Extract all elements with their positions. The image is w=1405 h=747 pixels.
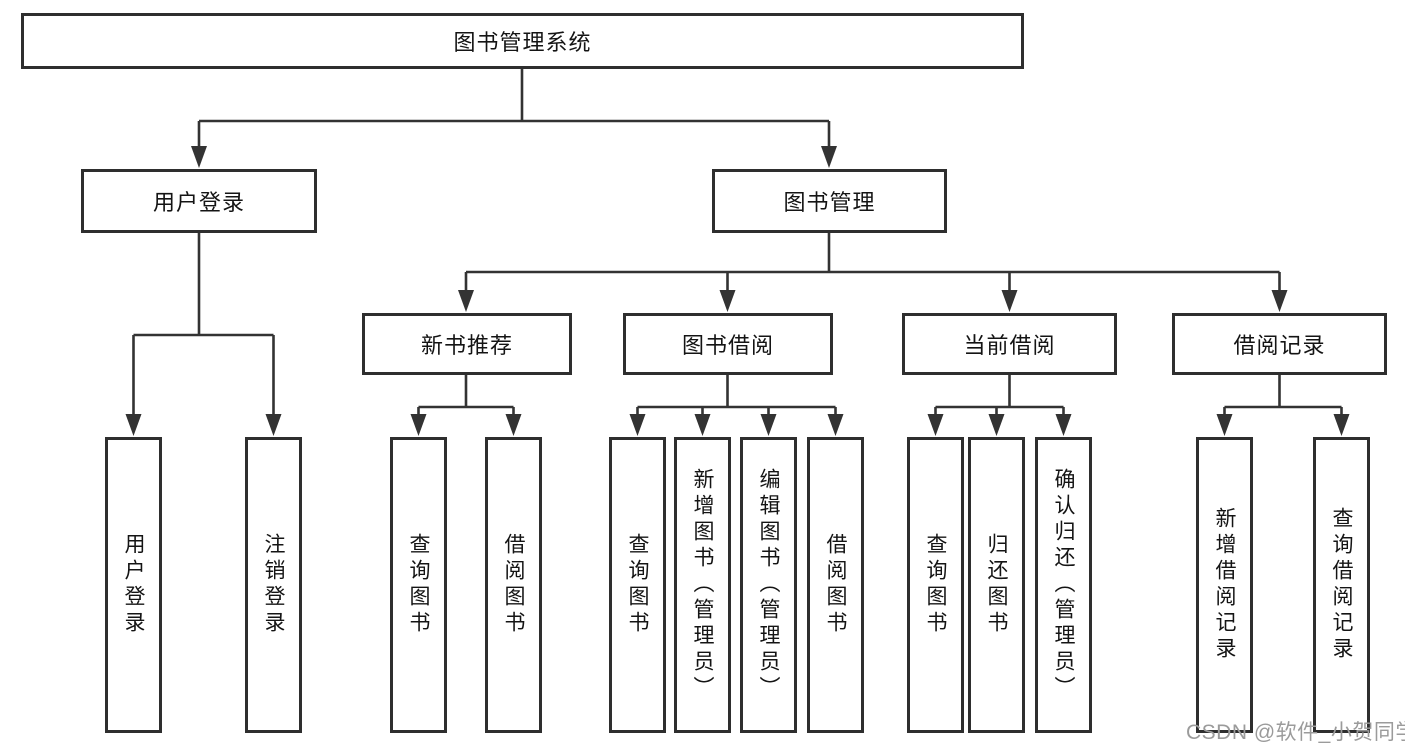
node-leaf-confirm-return-admin: 确认归还（管理员） (1035, 437, 1092, 733)
node-book-management-label: 图书管理 (783, 190, 876, 215)
node-current-borrowing-label: 当前借阅 (963, 333, 1056, 358)
node-leaf-borrow-books-recommend-label: 借阅图书 (502, 533, 525, 637)
node-leaf-query-books-current-label: 查询图书 (924, 533, 947, 637)
node-user-login-label: 用户登录 (152, 190, 245, 215)
node-leaf-user-login: 用户登录 (105, 437, 162, 733)
node-leaf-query-borrow-record: 查询借阅记录 (1313, 437, 1370, 733)
node-leaf-return-books-label: 归还图书 (985, 533, 1008, 637)
node-leaf-borrow-books-borrow-label: 借阅图书 (824, 533, 847, 637)
node-current-borrowing: 当前借阅 (902, 313, 1117, 375)
node-leaf-confirm-return-admin-label: 确认归还（管理员） (1052, 468, 1075, 702)
node-root-label: 图书管理系统 (453, 30, 592, 55)
node-borrow-records-label: 借阅记录 (1233, 333, 1326, 358)
node-leaf-edit-books-admin: 编辑图书（管理员） (740, 437, 797, 733)
node-leaf-query-books-recommend-label: 查询图书 (407, 533, 430, 637)
node-leaf-query-books-recommend: 查询图书 (390, 437, 447, 733)
node-leaf-logout: 注销登录 (245, 437, 302, 733)
node-new-book-recommend: 新书推荐 (362, 313, 572, 375)
node-leaf-add-borrow-record: 新增借阅记录 (1196, 437, 1253, 733)
node-leaf-query-books-borrow: 查询图书 (609, 437, 666, 733)
node-new-book-recommend-label: 新书推荐 (420, 333, 513, 358)
node-leaf-query-borrow-record-label: 查询借阅记录 (1330, 507, 1353, 663)
node-leaf-add-books-admin-label: 新增图书（管理员） (691, 468, 714, 702)
node-leaf-borrow-books-borrow: 借阅图书 (807, 437, 864, 733)
node-root: 图书管理系统 (21, 13, 1024, 69)
node-leaf-user-login-label: 用户登录 (122, 533, 145, 637)
node-leaf-borrow-books-recommend: 借阅图书 (485, 437, 542, 733)
node-user-login: 用户登录 (81, 169, 317, 233)
node-leaf-query-books-current: 查询图书 (907, 437, 964, 733)
node-book-borrowing: 图书借阅 (623, 313, 833, 375)
node-book-management: 图书管理 (712, 169, 947, 233)
watermark: CSDN @软件_小贺同学 (1186, 721, 1405, 744)
node-borrow-records: 借阅记录 (1172, 313, 1387, 375)
node-leaf-add-books-admin: 新增图书（管理员） (674, 437, 731, 733)
node-leaf-edit-books-admin-label: 编辑图书（管理员） (757, 468, 780, 702)
node-leaf-return-books: 归还图书 (968, 437, 1025, 733)
node-leaf-query-books-borrow-label: 查询图书 (626, 533, 649, 637)
node-leaf-logout-label: 注销登录 (262, 533, 285, 637)
node-leaf-add-borrow-record-label: 新增借阅记录 (1213, 507, 1236, 663)
node-book-borrowing-label: 图书借阅 (681, 333, 774, 358)
